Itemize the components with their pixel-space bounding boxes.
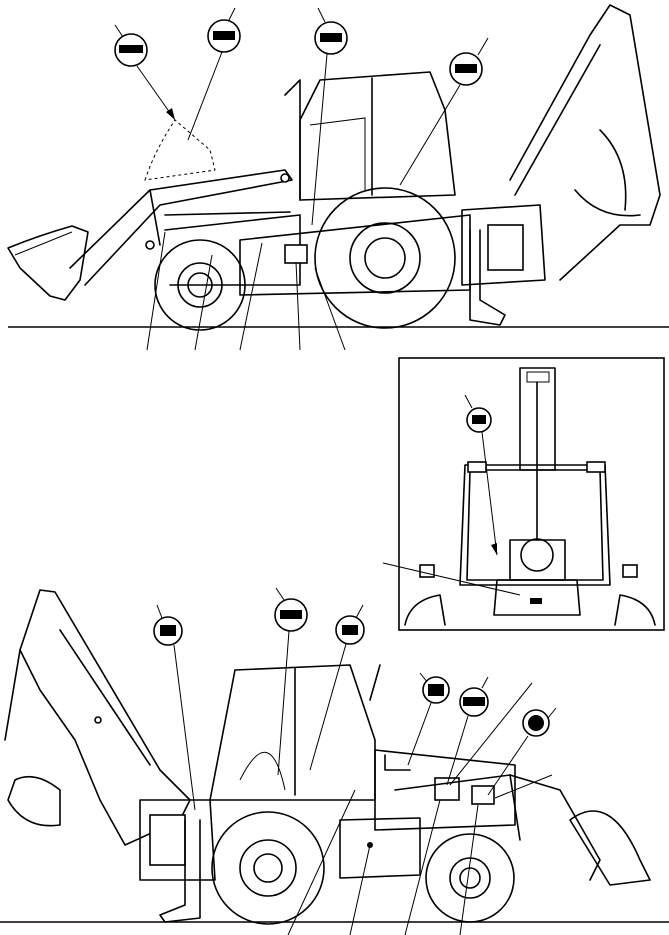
swing-frame [461,204,546,286]
rear-wheel [314,187,456,329]
rear-window-hinge [520,538,554,572]
engine-hood [164,214,301,286]
front-cab-inset [382,357,665,631]
right-wheel-rear [614,594,656,626]
cab [209,664,376,801]
left-wheel-rear [404,594,446,626]
front-wheel [425,833,515,923]
leader-lines [287,682,553,935]
loader-bucket [7,225,89,301]
engine-hood [374,749,516,831]
leader-lines [146,231,346,351]
rear-wheel [211,811,325,925]
swing-frame [139,799,216,881]
inset-frame [398,357,665,631]
label-plate [284,244,308,264]
backhoe-bucket [599,129,627,211]
label-callout [446,676,489,786]
stabilizer [159,819,201,923]
exhaust-stack [369,664,381,701]
front-wheel [154,239,246,331]
backhoe-bucket [7,775,61,827]
stabilizer [469,229,506,326]
label-callout [187,7,241,141]
loader-bucket [569,810,651,886]
cab-rear-view [459,464,611,586]
right-side-view [0,587,669,935]
label-callout [464,394,498,556]
raised-position-outline [144,119,216,181]
loader-arm [394,774,601,881]
loader-cylinder [164,211,291,216]
label-callout [274,587,308,776]
backhoe-boom [509,4,661,281]
label-callout [487,707,557,796]
backhoe-boom [19,589,191,846]
label-callout [407,672,450,766]
label-callout [153,604,196,811]
label-plate [471,785,495,805]
label-plate [434,777,460,801]
left-side-view [7,4,669,351]
label-callout [311,7,348,226]
chassis [339,817,421,879]
label-callout [399,37,489,186]
leader-line [382,562,521,596]
label-callout [309,604,365,771]
chassis [239,214,471,296]
label-callout [114,24,176,121]
